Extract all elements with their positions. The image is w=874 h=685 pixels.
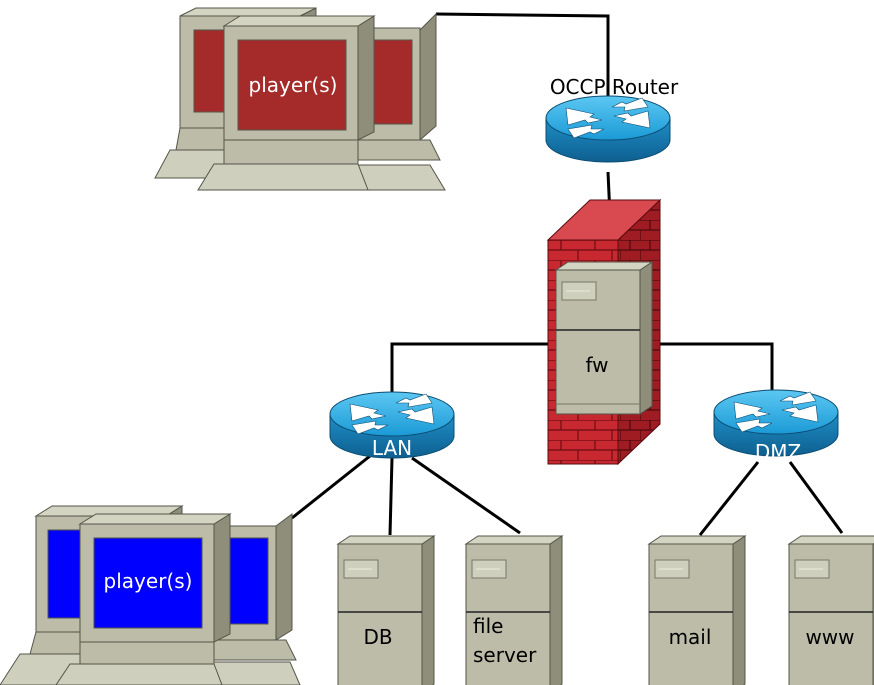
- db-label: DB: [363, 625, 392, 649]
- link-fw-to-lan: [390, 342, 556, 396]
- www-label: www: [805, 625, 854, 649]
- file-server-label-line1: file: [473, 614, 503, 638]
- link-players-to-occp: [435, 12, 610, 100]
- link-lan-to-fileserver: [411, 456, 521, 535]
- mail-label: mail: [669, 625, 712, 649]
- top-players-workstations: player(s): [154, 7, 446, 191]
- mail-server: mail: [648, 535, 746, 685]
- link-lan-to-players: [291, 454, 371, 520]
- occp-router: OCCP Router: [545, 75, 679, 163]
- dmz-router-label: DMZ: [755, 440, 801, 464]
- link-fw-to-dmz: [652, 342, 774, 392]
- tower-server-icon: [788, 535, 874, 685]
- tower-server-icon: [337, 535, 435, 685]
- bottom-players-label: player(s): [104, 569, 193, 593]
- link-lan-to-db: [388, 457, 394, 536]
- bottom-players-workstations: player(s): [0, 505, 301, 685]
- file-server: file server: [465, 535, 563, 685]
- lan-router: LAN: [329, 391, 455, 460]
- file-server-label-line2: server: [473, 643, 537, 667]
- lan-router-label: LAN: [372, 436, 412, 460]
- link-dmz-to-mail: [698, 461, 760, 536]
- firewall-label: fw: [585, 353, 608, 377]
- dmz-router: DMZ: [713, 389, 839, 464]
- link-dmz-to-www: [788, 461, 844, 534]
- firewall: fw: [546, 198, 662, 466]
- fw-server-icon: [554, 261, 654, 415]
- tower-server-icon: [648, 535, 746, 685]
- occp-router-label: OCCP Router: [550, 75, 679, 99]
- www-server: www: [788, 535, 874, 685]
- network-links: [291, 12, 844, 536]
- router-icon: [545, 95, 671, 163]
- top-players-label: player(s): [249, 73, 338, 97]
- db-server: DB: [337, 535, 435, 685]
